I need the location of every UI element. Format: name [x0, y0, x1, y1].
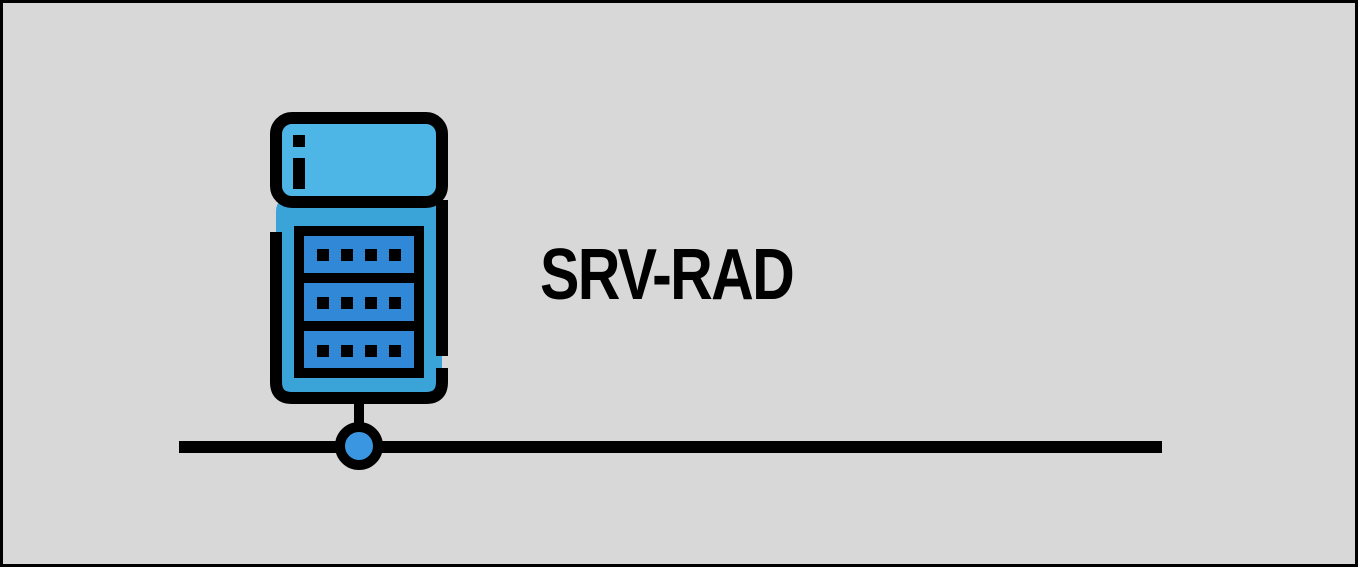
- rack-light: [365, 345, 377, 357]
- network-node-icon: [335, 422, 383, 470]
- rack-light: [389, 249, 401, 261]
- rack-light: [389, 345, 401, 357]
- server-body-outline: [270, 232, 448, 404]
- rack-light: [317, 249, 329, 261]
- server-top-panel: [270, 112, 448, 208]
- indicator-bar: [293, 158, 305, 189]
- rack-light: [317, 345, 329, 357]
- server-label: SRV-RAD: [540, 235, 795, 315]
- network-diagram: [179, 112, 1162, 470]
- rack-light: [341, 297, 353, 309]
- rack-light: [365, 297, 377, 309]
- rack-light: [365, 249, 377, 261]
- rack-light: [341, 249, 353, 261]
- indicator-dot: [293, 135, 305, 147]
- rack-light: [341, 345, 353, 357]
- rack-light: [389, 297, 401, 309]
- server-icon: [270, 112, 448, 404]
- rack-light: [317, 297, 329, 309]
